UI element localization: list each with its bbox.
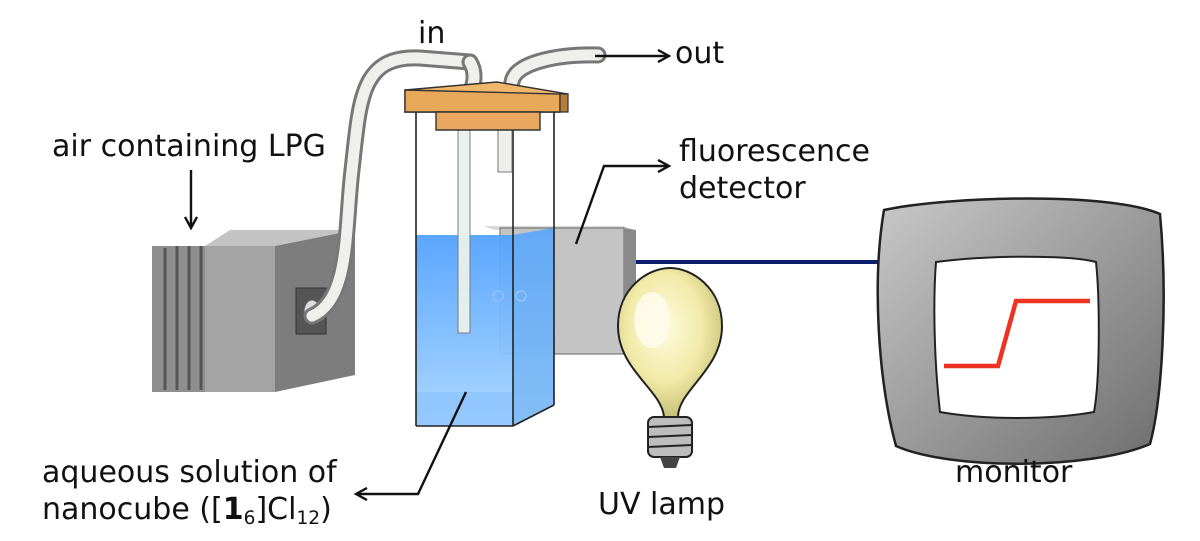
crt-monitor [876, 197, 1165, 465]
solution-label-post: ) [320, 491, 332, 527]
out-label: out [675, 36, 725, 71]
in-label: in [418, 16, 446, 51]
solution-label-num: 1 [222, 491, 244, 527]
air-label: air containing LPG [52, 129, 326, 164]
uv-bulb [616, 266, 724, 468]
cuvette [415, 110, 555, 427]
detector-label-line2: detector [679, 170, 806, 206]
solution-label-line1: aqueous solution of [42, 455, 337, 490]
detector-label: fluorescence detector [679, 134, 870, 207]
signal-trace [944, 298, 1090, 369]
solution-label-sub1: 6 [243, 507, 256, 529]
uv-lamp-label: UV lamp [598, 487, 726, 522]
solution-label-sub2: 12 [296, 507, 321, 529]
solution-label-mid: ]Cl [255, 491, 297, 527]
solution-leader [357, 391, 468, 494]
detector-leader [574, 166, 668, 245]
solution-label: aqueous solution of nanocube ([16]Cl12) [42, 455, 337, 528]
detector-label-line1: fluorescence [679, 134, 870, 169]
tubing [303, 46, 607, 325]
solution-label-pre: nanocube ([ [42, 491, 223, 527]
monitor-label: monitor [955, 455, 1073, 490]
cuvette-lid [404, 81, 570, 131]
